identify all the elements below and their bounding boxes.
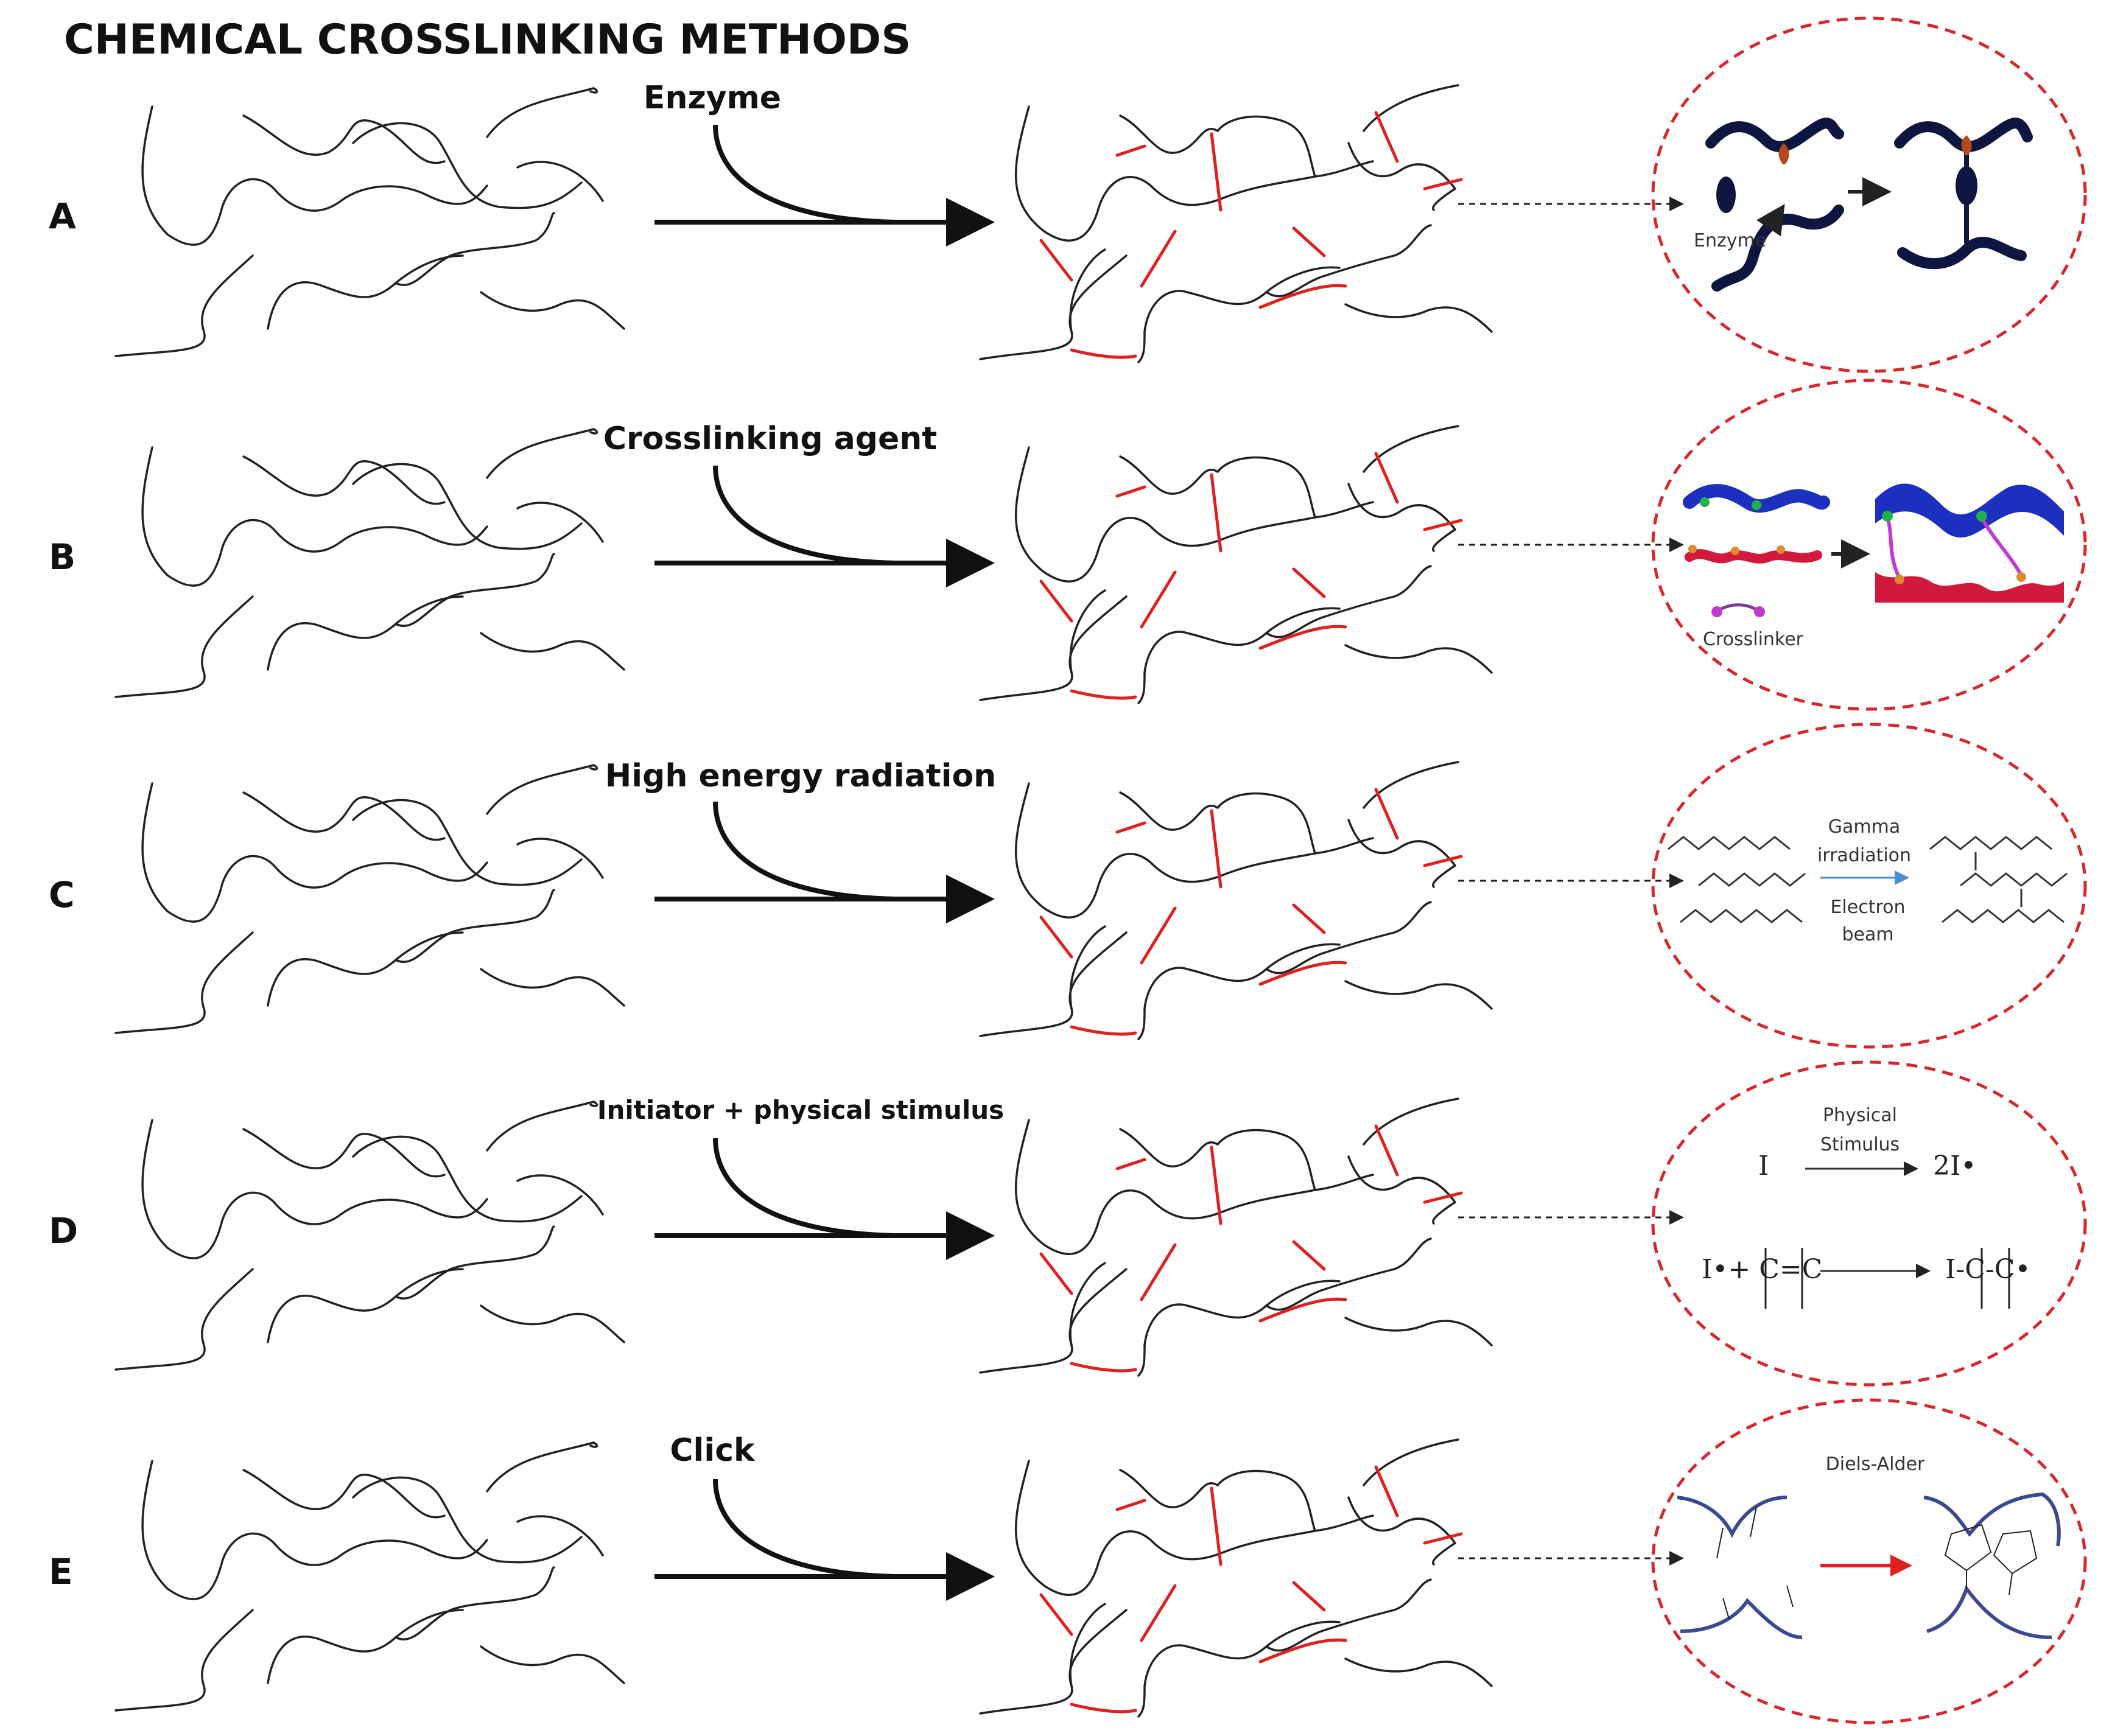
click-inset: Diels-Alder bbox=[1677, 1454, 2061, 1639]
beam-label: beam bbox=[1842, 924, 1893, 945]
process-arrow bbox=[654, 802, 980, 899]
enzyme-bound-icon bbox=[1956, 166, 1977, 205]
crosslinker-inset-label: Crosslinker bbox=[1703, 629, 1804, 650]
initiator-inset: Physical Stimulus I 2I• I•+ C=C I-C-C• bbox=[1702, 1105, 2030, 1309]
enzyme-inset-label: Enzyme bbox=[1694, 230, 1766, 251]
polymer-chains-before bbox=[114, 764, 625, 1034]
inset-ellipse-e bbox=[1651, 1398, 2087, 1724]
polymer-chains-before bbox=[114, 87, 625, 357]
row-label-e: E bbox=[49, 1551, 73, 1592]
row-label-d: D bbox=[49, 1210, 78, 1251]
method-label-c: High energy radiation bbox=[605, 758, 996, 794]
crosslinked-network bbox=[980, 426, 1492, 703]
row-label-c: C bbox=[49, 874, 75, 915]
process-arrow bbox=[654, 1138, 980, 1236]
row-b: B Crosslinking agent Crosslinker bbox=[49, 379, 2087, 711]
radiation-inset: Gamma irradiation Electron beam bbox=[1668, 816, 2068, 945]
row-e: E Click Diels-Alder bbox=[49, 1398, 2087, 1724]
stimulus-label: Stimulus bbox=[1820, 1134, 1900, 1155]
irradiation-label: irradiation bbox=[1817, 845, 1911, 866]
method-label-b: Crosslinking agent bbox=[603, 421, 937, 457]
polymer-chains-before bbox=[114, 1101, 625, 1371]
crosslinked-network bbox=[980, 1099, 1492, 1376]
row-c: C High energy radiation Gamma irradiatio… bbox=[49, 723, 2087, 1049]
electron-label: Electron bbox=[1830, 897, 1905, 918]
enzyme-inset: Enzyme bbox=[1694, 117, 2033, 292]
crosslinker-inset: Crosslinker bbox=[1683, 481, 2064, 650]
crosslinked-network bbox=[980, 1440, 1492, 1717]
method-label-a: Enzyme bbox=[644, 80, 781, 116]
polymer-chains-before bbox=[114, 1441, 625, 1712]
row-label-b: B bbox=[49, 536, 75, 578]
diels-alder-label: Diels-Alder bbox=[1826, 1454, 1925, 1475]
diagram-title: CHEMICAL CROSSLINKING METHODS bbox=[64, 16, 911, 64]
enzyme-blob-icon bbox=[1716, 177, 1736, 213]
process-arrow bbox=[654, 466, 980, 563]
inset-ellipse-c bbox=[1651, 723, 2087, 1049]
process-arrow bbox=[654, 1479, 980, 1577]
method-label-e: Click bbox=[670, 1432, 756, 1469]
eq2-reactant: I•+ C=C bbox=[1702, 1254, 1822, 1285]
process-arrow bbox=[654, 125, 980, 222]
inset-ellipse-a bbox=[1651, 16, 2087, 373]
gamma-label: Gamma bbox=[1828, 816, 1900, 838]
inset-ellipse-d bbox=[1651, 1060, 2087, 1387]
eq1-reactant: I bbox=[1758, 1150, 1769, 1181]
eq1-product: 2I• bbox=[1933, 1150, 1976, 1181]
row-a: A Enzyme Enzyme bbox=[49, 16, 2087, 373]
inset-ellipse-b bbox=[1651, 379, 2087, 711]
crosslinked-network bbox=[980, 762, 1492, 1039]
crosslinked-network bbox=[980, 85, 1492, 362]
method-label-d: Initiator + physical stimulus bbox=[597, 1095, 1004, 1125]
row-d: D Initiator + physical stimulus Physical… bbox=[49, 1060, 2087, 1387]
row-label-a: A bbox=[49, 195, 76, 237]
eq2-product: I-C-C• bbox=[1945, 1254, 2030, 1285]
polymer-chains-before bbox=[114, 428, 625, 698]
physical-label: Physical bbox=[1823, 1105, 1897, 1126]
